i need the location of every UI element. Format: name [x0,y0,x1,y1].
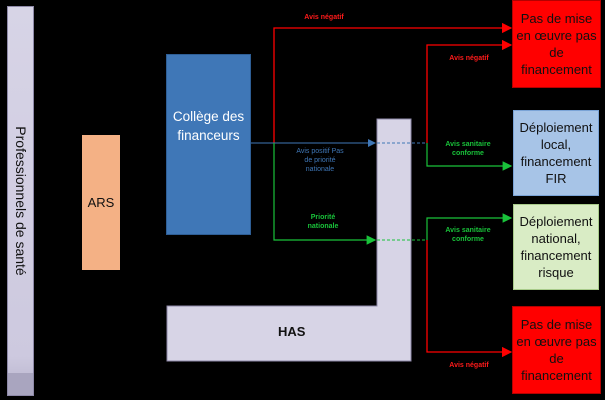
college-des-financeurs-box: Collège des financeurs [166,54,251,235]
label-avis-positif: Avis positif Pas de priorité nationale [296,148,344,173]
arrow-priorite [273,143,377,245]
arrow-has-to-out4 [426,240,513,358]
outcome-deploiement-national: Déploiement national, financement risque [513,204,599,290]
professionnels-label: Professionnels de santé [12,126,29,276]
label-avis-negatif-upper: Avis négatif [449,55,489,62]
ars-box: ARS [82,135,120,270]
professionnels-de-sante-bar: Professionnels de santé [7,6,34,396]
arrow-has-to-out3 [426,213,513,240]
has-label: HAS [278,324,306,339]
has-shape [166,118,412,362]
arrow-has-to-out2 [426,143,513,171]
label-priorite-nationale: Priorité nationale [307,214,339,230]
arrow-has-to-out1 [426,39,513,143]
college-label: Collège des financeurs [172,109,245,143]
outcome-deploiement-local: Déploiement local, financement FIR [513,110,599,196]
label-avis-sanitaire-1: Avis sanitaire conforme [445,141,491,157]
ars-label: ARS [87,195,115,210]
label-avis-sanitaire-2: Avis sanitaire conforme [445,227,491,243]
arrow-college-to-out1 [273,22,513,143]
outcome-pas-de-mise-en-oeuvre-bottom: Pas de mise en œuvre pas de financement [512,306,601,394]
outcome-pas-de-mise-en-oeuvre-top: Pas de mise en œuvre pas de financement [512,0,601,88]
label-avis-negatif-top: Avis négatif [304,14,344,21]
label-avis-negatif-bottom: Avis négatif [449,362,489,369]
